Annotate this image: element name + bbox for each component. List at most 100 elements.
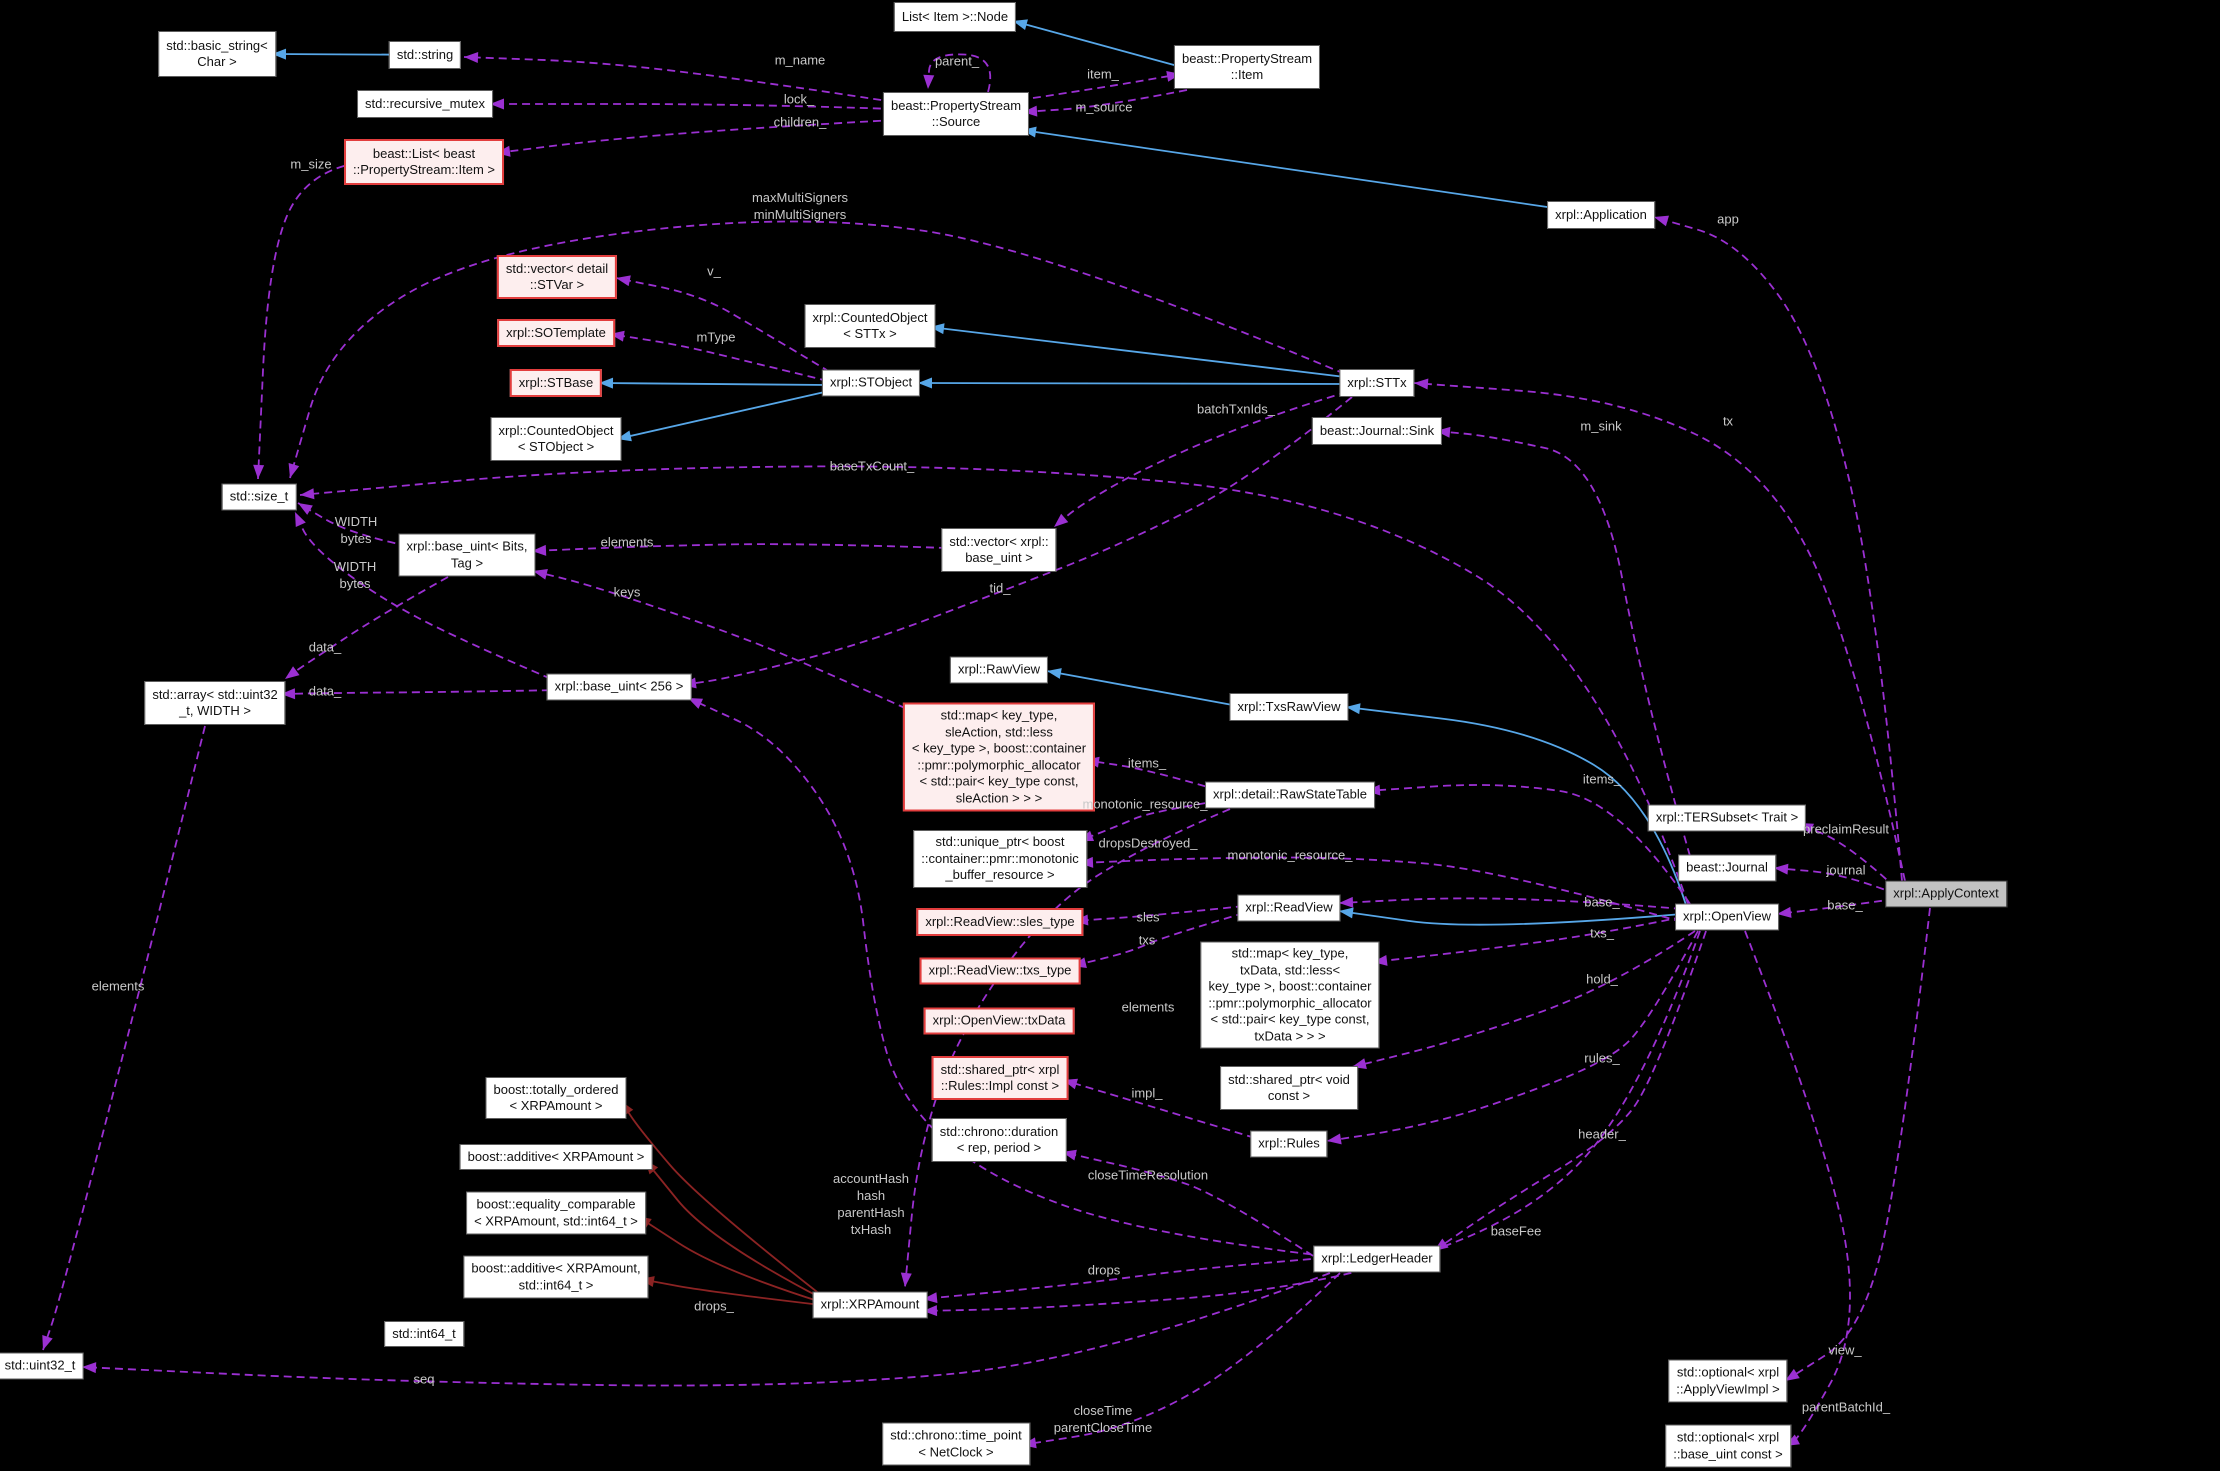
edge-use-31	[280, 689, 564, 695]
class-node-stobject[interactable]: xrpl::STObject	[821, 369, 921, 397]
class-node-opt_base_uint[interactable]: std::optional< xrpl ::base_uint const >	[1665, 1424, 1791, 1468]
class-node-totally_ordered[interactable]: boost::totally_ordered < XRPAmount >	[485, 1077, 627, 1119]
class-node-rawview[interactable]: xrpl::RawView	[949, 656, 1049, 684]
edge-label: dropsDestroyed_	[1098, 835, 1198, 851]
edge-inherit-5	[598, 382, 829, 386]
arrowhead	[1013, 19, 1028, 30]
class-node-uint32[interactable]: std::uint32_t	[0, 1352, 84, 1380]
class-node-rawstatetable[interactable]: xrpl::detail::RawStateTable	[1205, 781, 1375, 809]
arrowhead	[1047, 668, 1062, 679]
class-node-pstream_item[interactable]: beast::PropertyStream ::Item	[1173, 45, 1321, 89]
arrowhead	[1436, 426, 1451, 438]
class-node-tersubset[interactable]: xrpl::TERSubset< Trait >	[1647, 804, 1807, 832]
edge-use-34	[1365, 784, 1691, 905]
edge-label: maxMultiSigners minMultiSigners	[751, 190, 849, 222]
class-node-chrono_duration[interactable]: std::chrono::duration < rep, period >	[931, 1118, 1067, 1162]
class-node-vec_stvar[interactable]: std::vector< detail ::STVar >	[496, 255, 618, 299]
arrowhead	[1777, 906, 1792, 918]
arrowhead	[272, 48, 287, 60]
edge-use-15	[490, 103, 895, 110]
class-node-std_string[interactable]: std::string	[388, 41, 462, 69]
class-node-time_point[interactable]: std::chrono::time_point < NetClock >	[882, 1422, 1030, 1466]
arrowhead	[285, 666, 300, 679]
class-node-opt_applyviewimpl[interactable]: std::optional< xrpl ::ApplyViewImpl >	[1668, 1359, 1788, 1403]
edge-use-16	[495, 119, 895, 154]
class-node-application[interactable]: xrpl::Application	[1547, 201, 1655, 229]
edge-label: tx	[1722, 413, 1734, 429]
class-node-additive_xrp_int64[interactable]: boost::additive< XRPAmount, std::int64_t…	[463, 1255, 649, 1299]
edge-inherit-8	[1345, 706, 1687, 906]
arrowhead	[533, 568, 548, 580]
class-node-std_array[interactable]: std::array< std::uint32 _t, WIDTH >	[144, 681, 286, 725]
arrowhead	[1346, 703, 1361, 715]
arrowhead	[82, 1362, 97, 1374]
class-node-beast_list[interactable]: beast::List< beast ::PropertyStream::Ite…	[344, 139, 504, 185]
class-node-recursive_mutex[interactable]: std::recursive_mutex	[357, 90, 493, 118]
edge-label: batchTxnIds_	[1196, 401, 1276, 417]
class-node-pstream_source[interactable]: beast::PropertyStream ::Source	[882, 92, 1030, 136]
class-node-base_uint256[interactable]: xrpl::base_uint< 256 >	[546, 673, 692, 701]
class-node-shared_ptr_rules_impl[interactable]: std::shared_ptr< xrpl ::Rules::Impl cons…	[931, 1056, 1069, 1100]
arrowhead	[298, 503, 313, 515]
edge-label: elements	[91, 978, 145, 994]
class-node-vec_base_uint[interactable]: std::vector< xrpl:: base_uint >	[941, 528, 1057, 572]
edge-use-24	[297, 502, 409, 547]
edge-use-46	[1773, 867, 1897, 895]
arrowhead	[1774, 863, 1789, 875]
class-node-counted_stobject[interactable]: xrpl::CountedObject < STObject >	[490, 417, 622, 461]
class-node-xrpamount[interactable]: xrpl::XRPAmount	[812, 1291, 928, 1319]
edge-use-32	[42, 725, 206, 1351]
edge-inherit-1	[1012, 20, 1186, 69]
edge-label: item_	[1087, 66, 1119, 82]
class-node-readview[interactable]: xrpl::ReadView	[1237, 894, 1341, 922]
edge-use-53	[1061, 1151, 1325, 1264]
arrowhead	[1054, 513, 1069, 527]
edge-label: m_sink	[1580, 418, 1622, 434]
arrowhead	[599, 377, 614, 389]
class-node-base_uint_bits[interactable]: xrpl::base_uint< Bits, Tag >	[398, 533, 536, 577]
class-node-openview[interactable]: xrpl::OpenView	[1675, 903, 1779, 931]
class-node-txsrawview[interactable]: xrpl::TxsRawView	[1229, 693, 1349, 721]
class-node-sles_type[interactable]: xrpl::ReadView::sles_type	[916, 908, 1084, 936]
class-node-stbase[interactable]: xrpl::STBase	[509, 369, 603, 397]
class-node-openview_txdata[interactable]: xrpl::OpenView::txData	[923, 1007, 1075, 1035]
edge-use-60	[609, 333, 829, 382]
class-node-list_node[interactable]: List< Item >::Node	[893, 2, 1017, 32]
class-node-basic_string[interactable]: std::basic_string< Char >	[158, 31, 276, 77]
class-node-beast_journal[interactable]: beast::Journal	[1678, 854, 1776, 882]
edge-label: header_	[1578, 1126, 1626, 1142]
arrowhead	[295, 512, 306, 528]
edge-use-41	[1071, 912, 1245, 967]
class-node-map_sleaction[interactable]: std::map< key_type, sleAction, std::less…	[902, 702, 1096, 812]
class-node-sotemplate[interactable]: xrpl::SOTemplate	[497, 319, 615, 347]
class-node-applycontext[interactable]: xrpl::ApplyContext	[1885, 880, 2007, 908]
class-node-ledgerheader[interactable]: xrpl::LedgerHeader	[1313, 1245, 1441, 1273]
class-node-equality_comparable[interactable]: boost::equality_comparable < XRPAmount, …	[466, 1191, 646, 1235]
edge-label: monotonic_resource_	[1227, 847, 1353, 863]
edge-use-51	[1062, 1079, 1256, 1139]
edge-label: items_	[1582, 771, 1622, 787]
edge-label: children_	[773, 114, 827, 130]
edge-label: txs	[1138, 932, 1156, 948]
class-node-map_txdata[interactable]: std::map< key_type, txData, std::less< k…	[1200, 941, 1380, 1049]
edge-label: m_name	[774, 52, 826, 68]
edge-label: data_	[308, 639, 342, 655]
class-node-int64[interactable]: std::int64_t	[384, 1321, 464, 1347]
class-node-sttx[interactable]: xrpl::STTx	[1339, 369, 1415, 397]
edge-label: items_	[1127, 755, 1167, 771]
class-node-journal_sink[interactable]: beast::Journal::Sink	[1311, 417, 1443, 445]
edge-use-38	[922, 1257, 1325, 1300]
class-node-rules[interactable]: xrpl::Rules	[1250, 1130, 1328, 1158]
class-node-shared_ptr_void[interactable]: std::shared_ptr< void const >	[1220, 1066, 1358, 1110]
edge-label: closeTimeResolution	[1087, 1167, 1209, 1183]
edge-use-36	[1078, 856, 1683, 923]
class-node-additive_xrp[interactable]: boost::additive< XRPAmount >	[459, 1144, 653, 1170]
edge-label: keys	[613, 584, 641, 600]
class-node-unique_ptr_mono[interactable]: std::unique_ptr< boost ::container::pmr:…	[913, 830, 1087, 888]
class-node-txs_type[interactable]: xrpl::ReadView::txs_type	[919, 957, 1081, 985]
class-node-size_t[interactable]: std::size_t	[221, 483, 297, 511]
arrowhead	[930, 323, 945, 335]
class-node-counted_sttx[interactable]: xrpl::CountedObject < STTx >	[804, 304, 936, 348]
edge-use-25	[294, 511, 564, 685]
edge-use-48	[1435, 430, 1691, 857]
